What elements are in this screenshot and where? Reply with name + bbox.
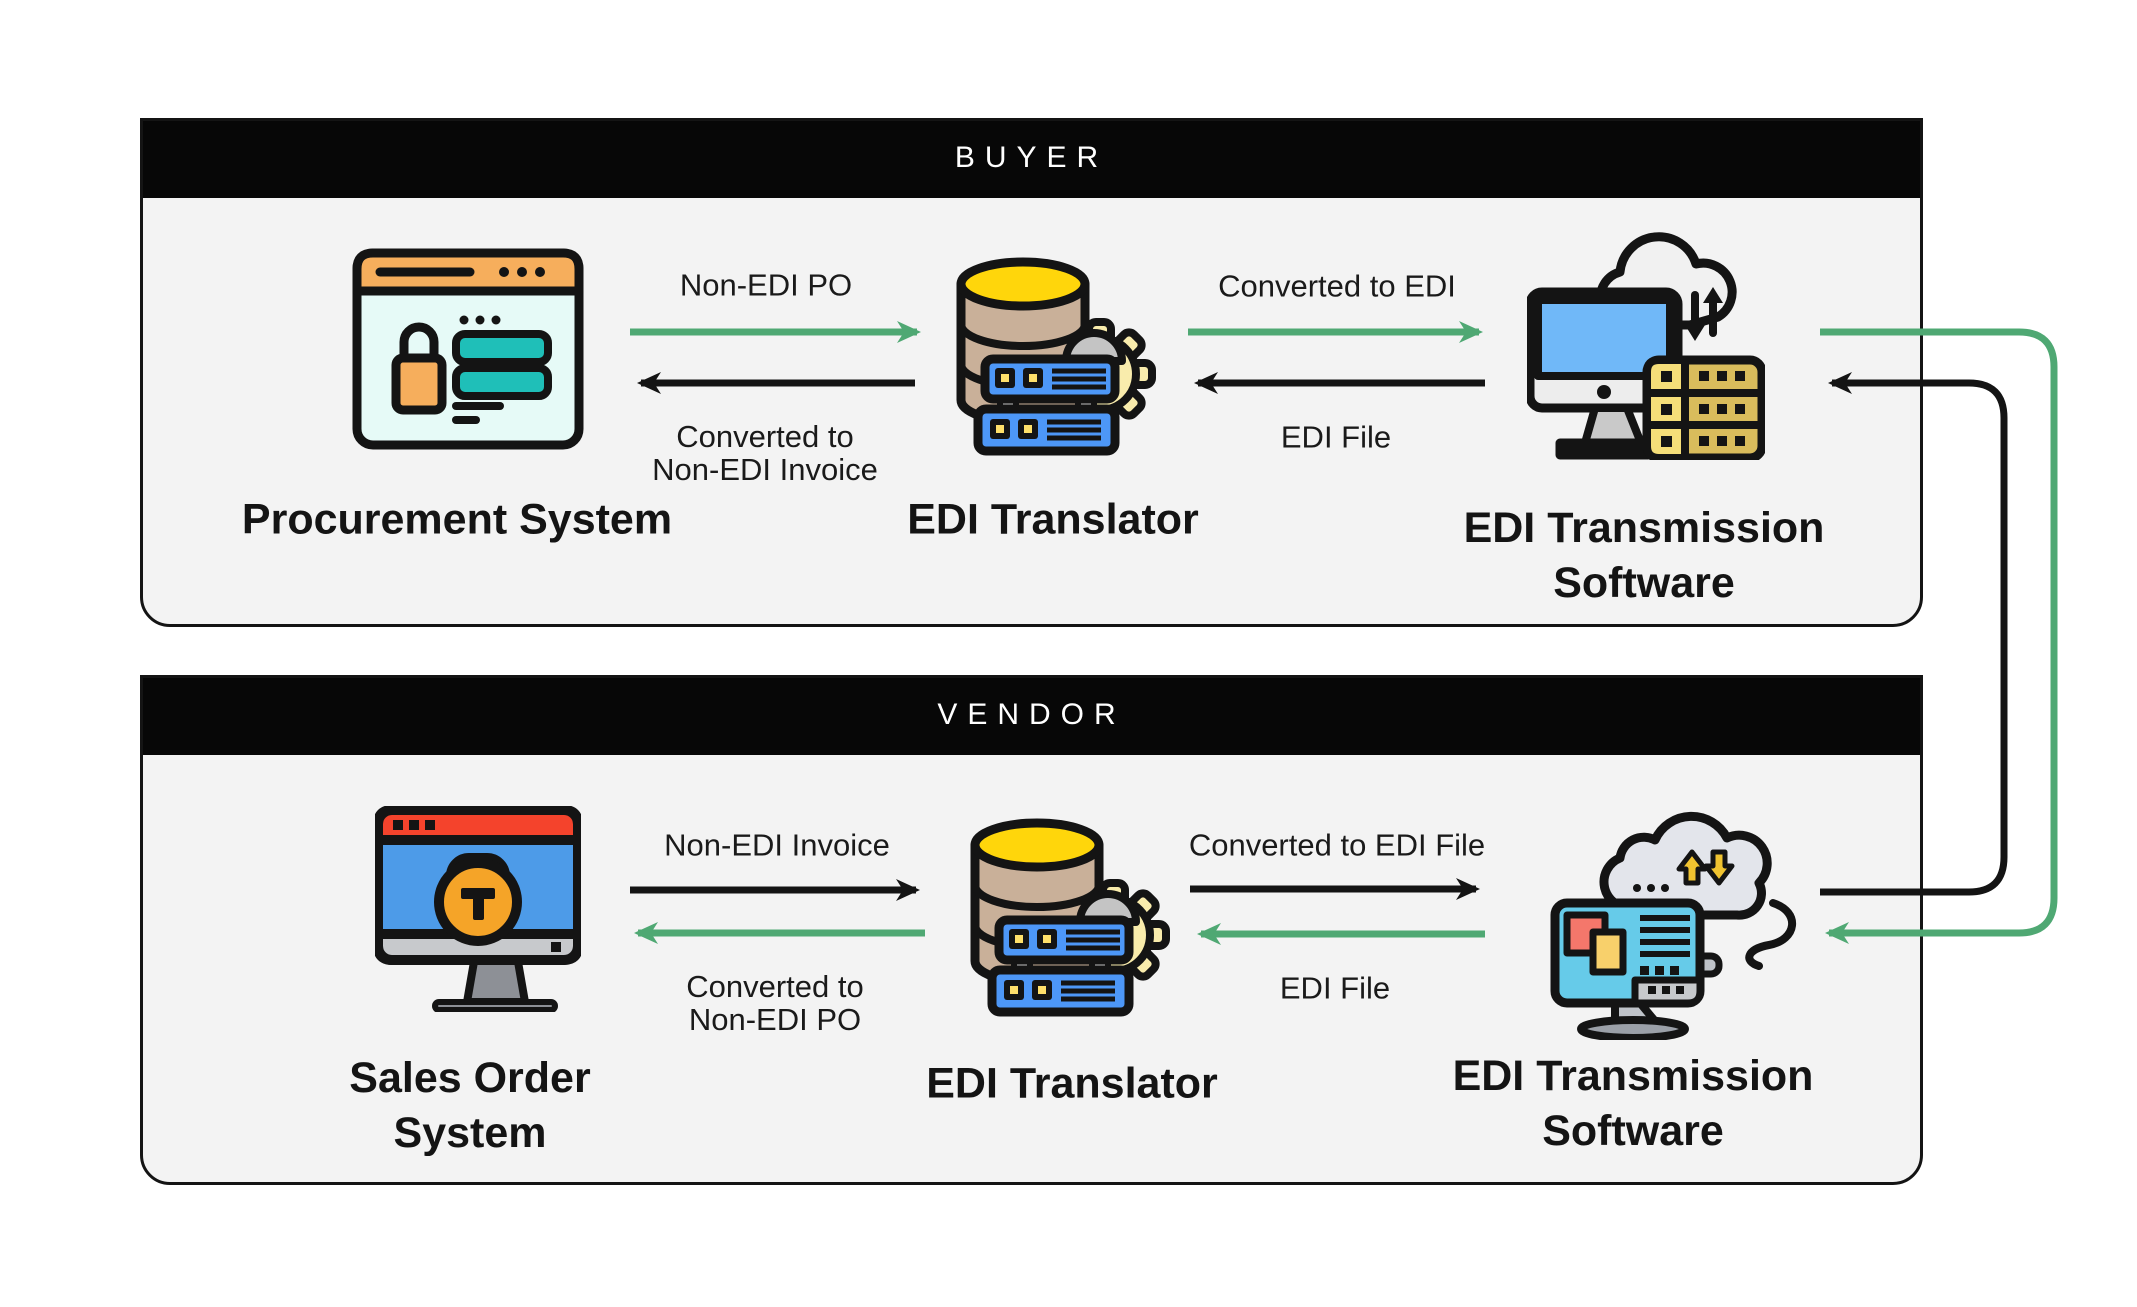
sales-order-system-label: Sales Order System <box>349 1051 590 1161</box>
converted-to-non-edi-invoice-label: Converted to Non-EDI Invoice <box>652 420 878 486</box>
buyer-edi-translator-icon <box>948 252 1158 457</box>
vendor-edi-transmission-label-line2: Software <box>1542 1107 1724 1155</box>
sales-order-system-label-line2: System <box>393 1109 547 1157</box>
sales-order-system-label-line1: Sales Order <box>349 1054 591 1102</box>
non-edi-po-label: Non-EDI PO <box>679 267 853 303</box>
non-edi-invoice-label: Non-EDI Invoice <box>664 827 890 863</box>
buyer-panel-header: BUYER <box>143 121 1920 198</box>
vendor-title: VENDOR <box>937 698 1126 731</box>
sales-order-system-icon <box>375 806 581 1012</box>
buyer-title: BUYER <box>954 141 1109 174</box>
converted-to-non-edi-po-line1: Converted to <box>686 969 864 1004</box>
buyer-edi-transmission-label-line2: Software <box>1553 559 1735 607</box>
buyer-edi-transmission-label-line1: EDI Transmission <box>1463 504 1825 552</box>
vendor-edi-translator-label: EDI Translator <box>926 1059 1218 1108</box>
converted-to-non-edi-po-line2: Non-EDI PO <box>688 1002 862 1037</box>
vendor-edi-transmission-icon <box>1545 808 1840 1040</box>
vendor-edi-transmission-label-line1: EDI Transmission <box>1452 1052 1814 1100</box>
converted-to-edi-label: Converted to EDI <box>1218 268 1456 304</box>
procurement-system-icon <box>352 248 584 450</box>
buyer-edi-transmission-label: EDI Transmission Software <box>1464 501 1825 611</box>
edi-file-buyer-label: EDI File <box>1280 419 1392 455</box>
procurement-system-label: Procurement System <box>241 495 673 544</box>
converted-to-non-edi-po-label: Converted to Non-EDI PO <box>686 970 864 1036</box>
converted-to-edi-file-label: Converted to EDI File <box>1188 827 1486 863</box>
buyer-edi-transmission-icon <box>1527 225 1765 460</box>
vendor-panel-header: VENDOR <box>143 678 1920 755</box>
edi-file-vendor-label: EDI File <box>1279 970 1391 1006</box>
buyer-edi-translator-label: EDI Translator <box>907 495 1199 544</box>
converted-to-non-edi-invoice-line1: Converted to <box>676 419 854 454</box>
converted-to-non-edi-invoice-line2: Non-EDI Invoice <box>652 452 878 487</box>
vendor-edi-transmission-label: EDI Transmission Software <box>1453 1049 1814 1159</box>
vendor-edi-translator-icon <box>962 813 1172 1018</box>
